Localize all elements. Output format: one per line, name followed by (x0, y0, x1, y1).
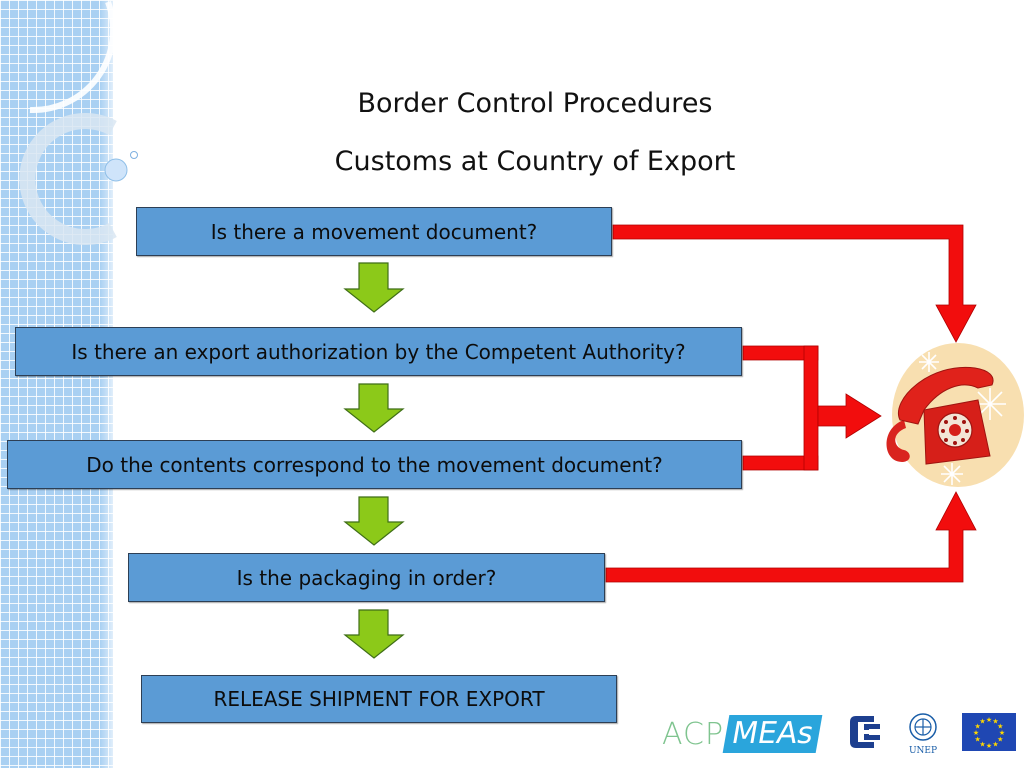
connector-bracket (803, 345, 819, 471)
svg-text:★: ★ (979, 740, 985, 748)
unep-logo-text: UNEP (908, 746, 938, 756)
svg-text:★: ★ (997, 723, 1003, 731)
svg-text:★: ★ (973, 729, 979, 737)
svg-text:★: ★ (986, 716, 992, 724)
ec-logo-icon (846, 712, 882, 756)
down-arrow-2 (343, 383, 405, 433)
down-arrow-1 (343, 262, 405, 313)
page-subtitle: Customs at Country of Export (334, 146, 736, 177)
svg-text:★: ★ (975, 736, 981, 744)
page-title: Border Control Procedures (357, 88, 713, 119)
connector-middle-arrow (817, 393, 882, 439)
meas-logo-text: MEAs (722, 715, 823, 753)
acp-logo-text: ACP (662, 716, 725, 752)
connector-step1 (612, 224, 977, 343)
svg-text:★: ★ (997, 736, 1003, 744)
svg-text:★: ★ (975, 723, 981, 731)
telephone-icon (886, 343, 1024, 487)
svg-text:★: ★ (999, 729, 1005, 737)
decorative-rings (19, 0, 138, 245)
step-contents-correspond: Do the contents correspond to the moveme… (7, 440, 742, 489)
svg-text:★: ★ (992, 740, 998, 748)
step-packaging: Is the packaging in order? (128, 553, 605, 602)
step-export-authorization: Is there an export authorization by the … (15, 327, 742, 376)
sidebar-fade (100, 0, 120, 768)
red-connectors (605, 224, 977, 583)
acp-meas-logo: ACP MEAs (662, 712, 830, 756)
down-arrow-3 (343, 496, 405, 546)
unep-logo: UNEP (903, 712, 943, 756)
step-movement-document: Is there a movement document? (136, 207, 612, 256)
svg-text:★: ★ (986, 742, 992, 750)
svg-text:★: ★ (979, 718, 985, 726)
unep-emblem-icon (909, 713, 937, 741)
connector-step4 (605, 491, 977, 583)
final-release-step: RELEASE SHIPMENT FOR EXPORT (141, 675, 617, 723)
svg-text:★: ★ (992, 718, 998, 726)
eu-flag-icon: ★★★ ★★★ ★★★ ★★★ (962, 713, 1016, 751)
down-arrow-4 (343, 609, 405, 659)
